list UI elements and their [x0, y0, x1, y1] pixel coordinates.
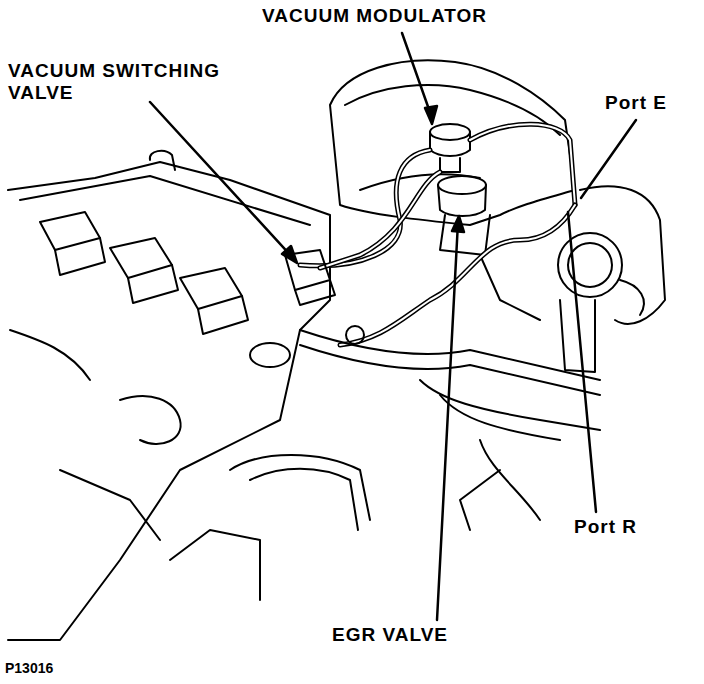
- part-label: EGR VALVE: [332, 624, 552, 646]
- port-label: Port E: [605, 92, 700, 114]
- figure-number: P13016: [5, 660, 105, 677]
- port-label: Port R: [574, 516, 669, 538]
- part-label: VACUUM MODULATOR: [262, 5, 552, 27]
- part-label: VACUUM SWITCHING VALVE: [8, 60, 258, 104]
